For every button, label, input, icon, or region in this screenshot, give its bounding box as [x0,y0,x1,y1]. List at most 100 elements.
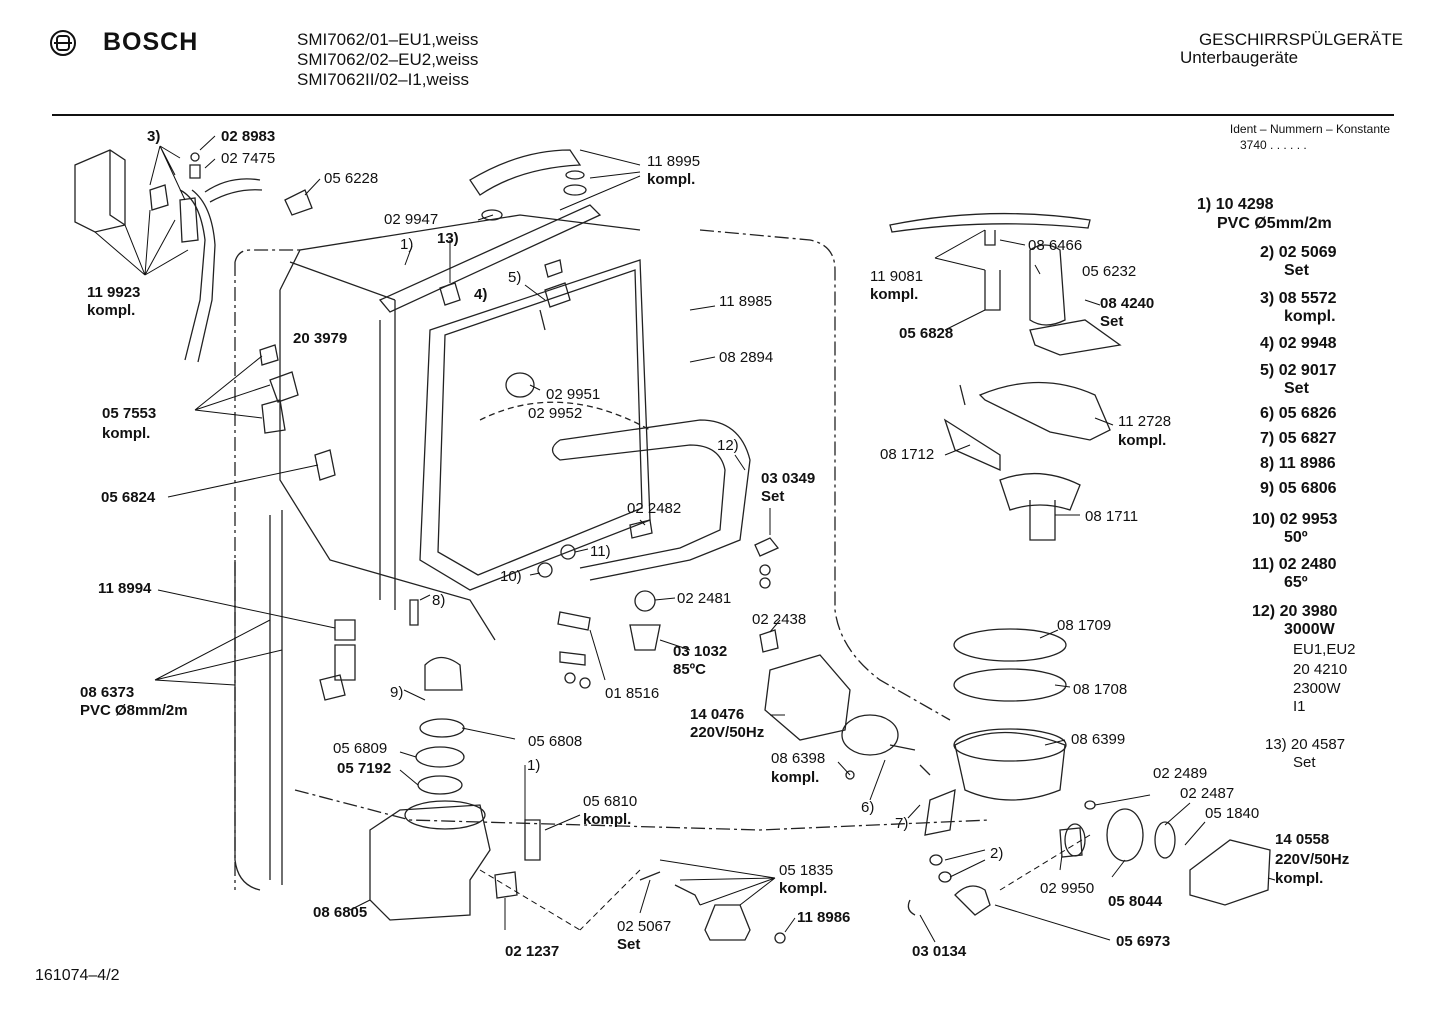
part-label: 2) [990,845,1004,862]
legend-value: 10 4298 [1215,196,1274,213]
upper-spray-arm-rail [378,204,602,313]
part-label: kompl. [583,811,632,828]
part-label: Set [617,936,641,953]
legend-value: 05 6806 [1278,480,1337,497]
legend-num: 11) [1252,556,1275,573]
legend-item-4: 4) 02 9948 [1260,334,1337,353]
part-label: 9) [390,684,404,701]
part-label: 08 6373 [80,684,135,701]
part-label: kompl. [771,769,820,786]
legend-item-7: 7) 05 6827 [1260,429,1337,448]
part-label: 08 6805 [313,904,368,921]
legend-num: 8) [1260,455,1275,472]
drain-pump [1189,839,1271,906]
legend-value: 05 6827 [1278,430,1337,447]
part-label: 02 5067 [617,918,672,935]
legend-sub: 50º [1284,529,1308,546]
legend-item-2: 2) 02 5069 [1260,243,1337,262]
part-label: 6) [861,799,875,816]
part-label: 05 6809 [333,740,388,757]
legend-sub: PVC Ø5mm/2m [1217,215,1332,232]
filter-ring-upper [953,628,1067,662]
part-label: 11 8985 [719,293,773,310]
bosch-logo [48,28,78,58]
bosch-armature-icon [50,30,76,56]
part-label: 13) [437,230,459,247]
part-label: 02 2482 [627,500,682,517]
part-label: 08 1709 [1057,617,1112,634]
legend-item-8: 8) 11 8986 [1260,454,1336,473]
legend-value: 08 5572 [1278,290,1337,307]
part-label: 08 2894 [719,349,774,366]
part-label: 11 9923 [87,284,141,301]
part-label: kompl. [647,171,696,188]
part-label: 08 4240 [1100,295,1155,312]
part-label: 08 1711 [1085,508,1139,525]
part-label: 05 8044 [1108,893,1163,910]
part-label: 05 6973 [1116,933,1171,950]
part-label: 220V/50Hz [690,724,765,741]
door-frame-outer [279,214,641,641]
legend-value: 20 4587 [1290,736,1346,753]
part-label: 1) [527,757,541,774]
part-label: kompl. [779,880,828,897]
part-label: 08 1712 [880,446,935,463]
drain-hose [179,189,216,363]
part-label: 02 2481 [677,590,732,607]
legend-item-5: 5) 02 9017 [1260,361,1337,380]
legend-sub: Set [1293,754,1316,771]
part-label: 05 7192 [337,760,392,777]
tub-outline [234,229,991,890]
legend-item-13: 13) 20 4587 [1265,735,1345,754]
legend-num: 7) [1260,430,1275,447]
part-label: 20 3979 [293,330,348,347]
part-label: 02 8983 [221,128,276,145]
legend-extra-1: EU1,EU2 [1293,641,1356,658]
part-label: kompl. [102,425,151,442]
part-label: 11 8994 [98,580,152,597]
legend-num: 12) [1252,603,1276,620]
part-label: 1) [400,236,414,253]
part-label: 5) [508,269,522,286]
legend-item-6: 6) 05 6826 [1260,404,1337,423]
legend-extra-3: 2300W [1293,680,1341,697]
part-label: 05 6228 [324,170,379,187]
part-label: 05 6824 [101,489,156,506]
legend-value: 11 8986 [1278,455,1336,472]
part-label: 03 1032 [673,643,728,660]
legend-item-10: 10) 02 9953 [1252,510,1337,529]
part-label: 11) [590,543,611,560]
legend-num: 10) [1252,511,1276,528]
legend-num: 6) [1260,405,1275,422]
part-label: Set [761,488,785,505]
legend-item-1: 1) 10 4298 [1197,195,1274,214]
legend-sub: 3000W [1284,621,1335,638]
legend-sub: Set [1284,262,1309,279]
legend-item-3: 3) 08 5572 [1260,289,1337,308]
part-label: kompl. [870,286,919,303]
part-label: 08 6398 [771,750,826,767]
part-label: 05 7553 [102,405,157,422]
part-label: 02 2489 [1153,765,1208,782]
regeneration-box [369,804,491,921]
part-label: 02 9950 [1040,880,1095,897]
part-label: 05 6232 [1082,263,1137,280]
softener-cap [424,656,463,691]
circulation-motor [764,654,851,741]
parts-legend: 1) 10 4298 PVC Ø5mm/2m 2) 02 5069 Set 3)… [1180,195,1380,785]
legend-sub: kompl. [1284,308,1336,325]
legend-item-11: 11) 02 2480 [1252,555,1337,574]
part-label: 02 2487 [1180,785,1235,802]
part-label: 85ºC [673,661,706,678]
part-label: 4) [474,286,488,303]
part-label: 08 1708 [1073,681,1128,698]
part-label: 12) [717,437,739,454]
model-line-3: SMI7062II/02–I1,weiss [297,70,469,89]
part-label: 05 6828 [899,325,954,342]
category-subtitle: Unterbaugeräte [1180,48,1299,67]
part-label: 01 8516 [605,685,660,702]
part-label: 14 0558 [1275,831,1330,848]
part-label: 11 8986 [797,909,851,926]
part-label: 03 0349 [761,470,816,487]
